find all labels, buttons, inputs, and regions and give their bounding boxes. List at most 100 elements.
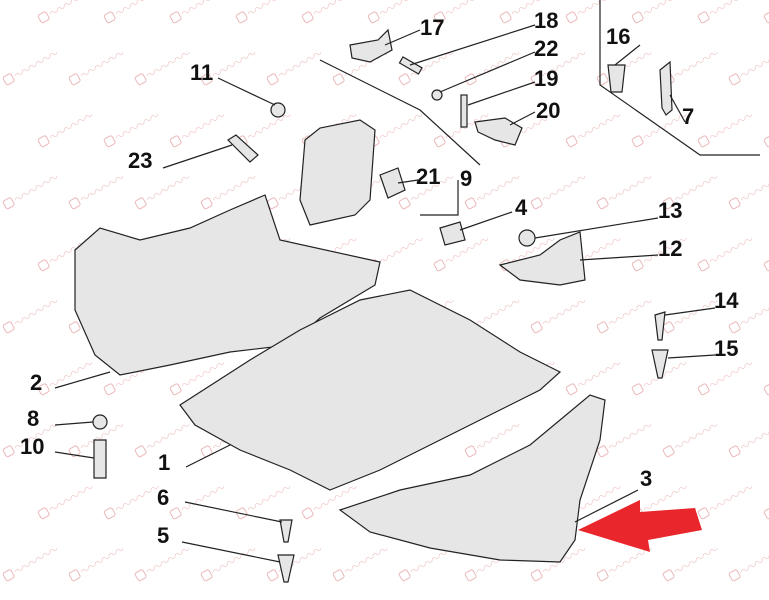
callout-18: 18: [534, 8, 559, 33]
watermark-logo: [37, 113, 93, 148]
callout-13: 13: [658, 198, 683, 223]
callout-17: 17: [420, 15, 445, 40]
watermark-logo: [103, 113, 159, 148]
part-22-washer: [431, 89, 443, 101]
watermark-logo: [398, 175, 454, 210]
callout-9: 9: [460, 166, 473, 191]
part-14-screw: [654, 311, 666, 341]
watermark-logo: [499, 0, 555, 24]
watermark-logo: [464, 423, 520, 458]
callout-3: 3: [640, 466, 653, 491]
callout-23: 23: [128, 148, 153, 173]
watermark-logo: [530, 547, 586, 582]
watermark-logo: [530, 51, 586, 86]
watermark-logo: [68, 175, 124, 210]
watermark-logo: [2, 51, 58, 86]
callout-19: 19: [534, 66, 559, 91]
watermark-logo: [728, 51, 769, 86]
callout-7: 7: [682, 104, 695, 129]
watermark-logo: [662, 175, 718, 210]
callout-5: 5: [157, 523, 170, 548]
watermark-logo: [763, 507, 769, 520]
part-18-pin: [398, 56, 423, 75]
part-13-nut: [518, 229, 536, 247]
callout-20: 20: [536, 98, 561, 123]
watermark-logo: [169, 485, 225, 520]
watermark-logo: [398, 547, 454, 582]
watermark-logo: [37, 0, 93, 24]
watermark-logo: [301, 0, 357, 24]
watermark-logo: [433, 237, 489, 272]
watermark-logo: [763, 135, 769, 148]
watermark-logo: [332, 547, 388, 582]
watermark-logo: [200, 547, 256, 582]
watermark-logo: [200, 175, 256, 210]
watermark-logo: [697, 237, 753, 272]
part-16-clip: [607, 64, 626, 93]
watermark-logo: [763, 11, 769, 24]
watermark-logo: [235, 485, 291, 520]
callout-15: 15: [714, 336, 739, 361]
watermark-logo: [763, 383, 769, 396]
watermark-logo: [662, 547, 718, 582]
part-5-rivet: [277, 554, 295, 583]
watermark-logo: [728, 423, 769, 458]
part-4-clip: [439, 221, 466, 246]
watermark-logo: [103, 485, 159, 520]
watermark-logo: [169, 361, 225, 396]
part-3-right-shield: [338, 394, 606, 563]
callout-6: 6: [157, 485, 170, 510]
watermark-logo: [662, 423, 718, 458]
watermark-logo: [301, 485, 357, 520]
watermark-logo: [103, 0, 159, 24]
part-1-main-shield: [179, 289, 562, 491]
callout-11: 11: [190, 60, 214, 85]
watermark-logo: [631, 113, 687, 148]
watermark-logo: [662, 299, 718, 334]
watermark-logo: [367, 0, 423, 24]
watermark-logo: [2, 423, 58, 458]
part-21-clip: [379, 167, 406, 199]
watermark-logo: [596, 547, 652, 582]
callout-4: 4: [515, 195, 528, 220]
part-11-nut: [270, 102, 286, 118]
watermark-logo: [596, 299, 652, 334]
callout-22: 22: [534, 36, 559, 61]
watermark-logo: [728, 547, 769, 582]
watermark-logo: [169, 113, 225, 148]
watermark-logo: [697, 361, 753, 396]
watermark-logo: [464, 175, 520, 210]
callout-21: 21: [416, 164, 441, 189]
watermark-logo: [2, 175, 58, 210]
part-8-nut: [92, 414, 108, 430]
watermark-logo: [200, 51, 256, 86]
watermark-logo: [565, 0, 621, 24]
watermark-logo: [596, 423, 652, 458]
part-6-screw: [279, 519, 293, 543]
part-7-screw: [659, 60, 673, 116]
watermark-logo: [266, 51, 322, 86]
watermark-logo: [728, 299, 769, 334]
part-19-stud: [460, 94, 468, 128]
watermark-logo: [37, 361, 93, 396]
watermark-logo: [565, 113, 621, 148]
callout-8: 8: [27, 406, 40, 431]
callout-16: 16: [606, 24, 631, 49]
watermark-logo: [596, 175, 652, 210]
watermark-logo: [530, 175, 586, 210]
callout-1: 1: [158, 450, 171, 475]
callout-14: 14: [714, 288, 739, 313]
watermark-logo: [433, 0, 489, 24]
callout-10: 10: [20, 434, 45, 459]
watermark-logo: [134, 175, 190, 210]
part-12-bracket: [498, 231, 586, 286]
watermark-logo: [565, 361, 621, 396]
watermark-logo: [134, 423, 190, 458]
watermark-logo: [631, 237, 687, 272]
watermark-logo: [169, 0, 225, 24]
red-arrow-indicator: [578, 500, 702, 552]
part-9-bracket: [299, 119, 376, 226]
watermark-logo: [235, 0, 291, 24]
